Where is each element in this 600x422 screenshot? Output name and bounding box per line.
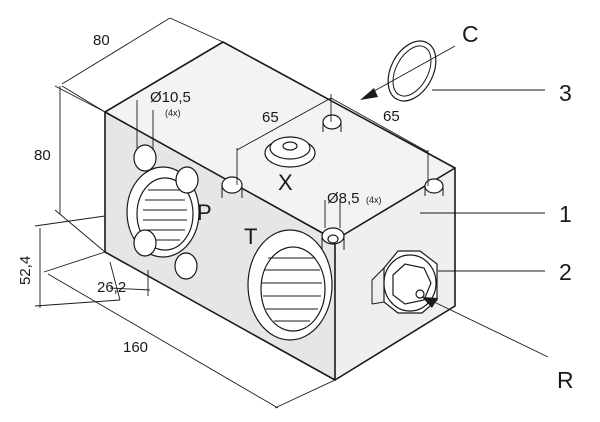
r-port-plug	[371, 250, 438, 314]
callout-1: 1	[559, 201, 572, 227]
callout-3: 3	[559, 80, 572, 106]
height-dimension-label: 80	[34, 147, 51, 164]
callout-leaders	[360, 45, 549, 358]
port-height-dimension-label: 52,4	[17, 256, 34, 285]
port-spacing-dimension-label: 26,2	[97, 279, 126, 296]
top-mounting-holes	[221, 114, 444, 250]
port-p-label: P	[197, 200, 212, 225]
top-offset-left-label: 65	[262, 109, 279, 126]
p-hole-diameter-label: Ø10,5	[150, 89, 191, 106]
port-x-label: X	[278, 170, 293, 195]
top-hole-back	[322, 114, 342, 130]
p-hole-count-label: (4x)	[165, 108, 181, 118]
t-port	[247, 229, 333, 341]
top-hole-diameter-label: Ø8,5	[327, 190, 360, 207]
p-bolt-holes	[133, 144, 199, 280]
depth-dimension-label: 80	[93, 32, 110, 49]
callout-c: C	[462, 21, 479, 47]
dimension-lines	[34, 17, 429, 409]
o-ring	[387, 40, 437, 102]
top-hole-left	[221, 176, 243, 194]
top-offset-right-label: 65	[383, 108, 400, 125]
callout-2: 2	[559, 259, 572, 285]
length-dimension-label: 160	[123, 339, 148, 356]
callout-r: R	[557, 367, 574, 393]
port-t-label: T	[244, 224, 257, 249]
top-hole-count-label: (4x)	[366, 195, 382, 205]
x-port-plug	[264, 136, 316, 168]
